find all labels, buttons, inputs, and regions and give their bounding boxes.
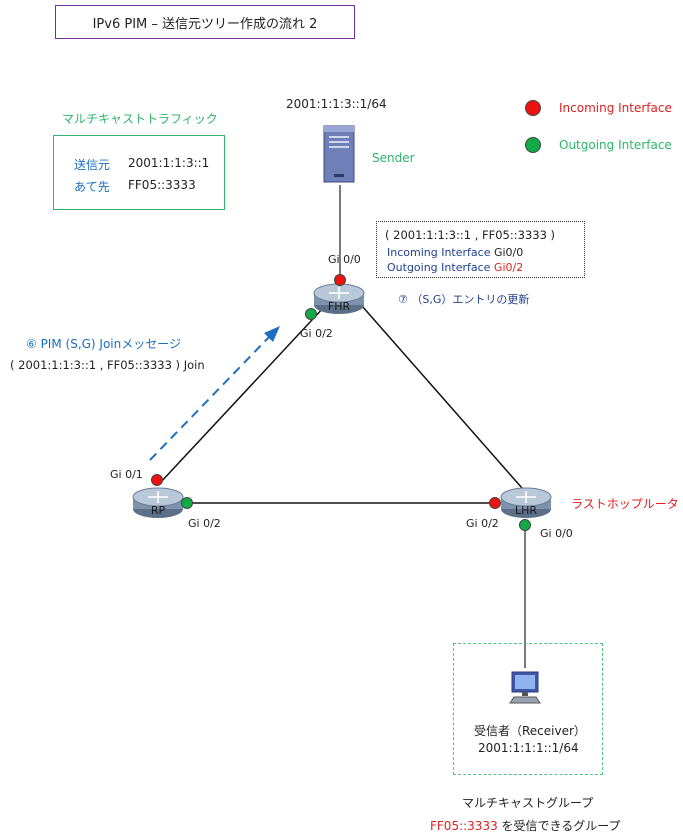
rp-gi01-label: Gi 0/1	[110, 468, 143, 481]
fhr-gi02-label: Gi 0/2	[300, 327, 333, 340]
step7-label: ⑦ （S,G）エントリの更新	[398, 293, 530, 306]
lhr-gi02-label: Gi 0/2	[466, 517, 499, 530]
router-icon	[500, 487, 552, 518]
multicast-traffic-box: 送信元 2001:1:1:3::1 あて先 FF05::3333	[53, 135, 225, 210]
src-value: 2001:1:1:3::1	[128, 156, 210, 170]
receiver-group-box	[453, 643, 603, 775]
receiver-address: 2001:1:1:1::1/64	[478, 741, 579, 755]
router-fhr: FHR	[312, 281, 366, 317]
dst-value: FF05::3333	[128, 178, 196, 192]
entry-incoming-label: Incoming Interface	[387, 246, 491, 259]
join-message-arrow	[149, 335, 271, 461]
router-rp-label: RP	[150, 504, 166, 517]
join-arrow-head	[264, 326, 280, 342]
step6-title: ⑥ PIM (S,G) Joinメッセージ	[26, 337, 182, 351]
entry-outgoing-label: Outgoing Interface	[387, 261, 491, 274]
sender-label: Sender	[372, 151, 415, 165]
router-lhr-label: LHR	[514, 504, 538, 517]
fhr-gi00-label: Gi 0/0	[328, 253, 361, 266]
sender-address: 2001:1:1:3::1/64	[286, 97, 387, 111]
legend-outgoing-dot	[525, 137, 541, 153]
router-lhr: LHR	[499, 485, 553, 521]
legend-outgoing-label: Outgoing Interface	[559, 138, 672, 152]
dst-label: あて先	[74, 180, 110, 194]
link-fhr-lhr	[361, 305, 523, 489]
rp-gi01-incoming-dot	[151, 474, 163, 486]
pc-icon	[509, 671, 541, 704]
entry-sg: ( 2001:1:1:3::1 , FF05::3333 )	[385, 228, 556, 242]
entry-incoming-value: Gi0/0	[493, 246, 524, 259]
server-icon	[323, 125, 355, 183]
router-fhr-label: FHR	[327, 300, 351, 313]
group-address: FF05::3333	[430, 819, 498, 833]
legend-incoming-dot	[525, 100, 541, 116]
legend-incoming-label: Incoming Interface	[559, 101, 672, 115]
lhr-gi00-outgoing-dot	[519, 519, 531, 531]
group-suffix: を受信できるグループ	[497, 819, 621, 833]
step6-join: ( 2001:1:1:3::1 , FF05::3333 ) Join	[10, 358, 205, 372]
fhr-gi00-incoming-dot	[334, 274, 346, 286]
receiver-label: 受信者（Receiver）	[474, 724, 586, 738]
link-rp-fhr	[159, 305, 326, 484]
lhr-gi00-label: Gi 0/0	[540, 527, 573, 540]
router-icon	[313, 283, 365, 314]
multicast-traffic-heading: マルチキャストトラフィック	[62, 112, 218, 126]
rp-gi02-outgoing-dot	[181, 497, 193, 509]
entry-outgoing-value: Gi0/2	[493, 261, 524, 274]
diagram-title: IPv6 PIM – 送信元ツリー作成の流れ 2	[55, 5, 355, 39]
src-label: 送信元	[74, 158, 111, 172]
fhr-gi02-outgoing-dot	[305, 308, 317, 320]
rp-gi02-label: Gi 0/2	[188, 517, 221, 530]
sg-entry-box: ( 2001:1:1:3::1 , FF05::3333 ) Incoming …	[376, 221, 585, 278]
group-label: マルチキャストグループ	[462, 796, 594, 810]
router-rp: RP	[131, 485, 185, 521]
lhr-gi02-incoming-dot	[489, 497, 501, 509]
last-hop-router-label: ラストホップルータ	[571, 497, 679, 511]
